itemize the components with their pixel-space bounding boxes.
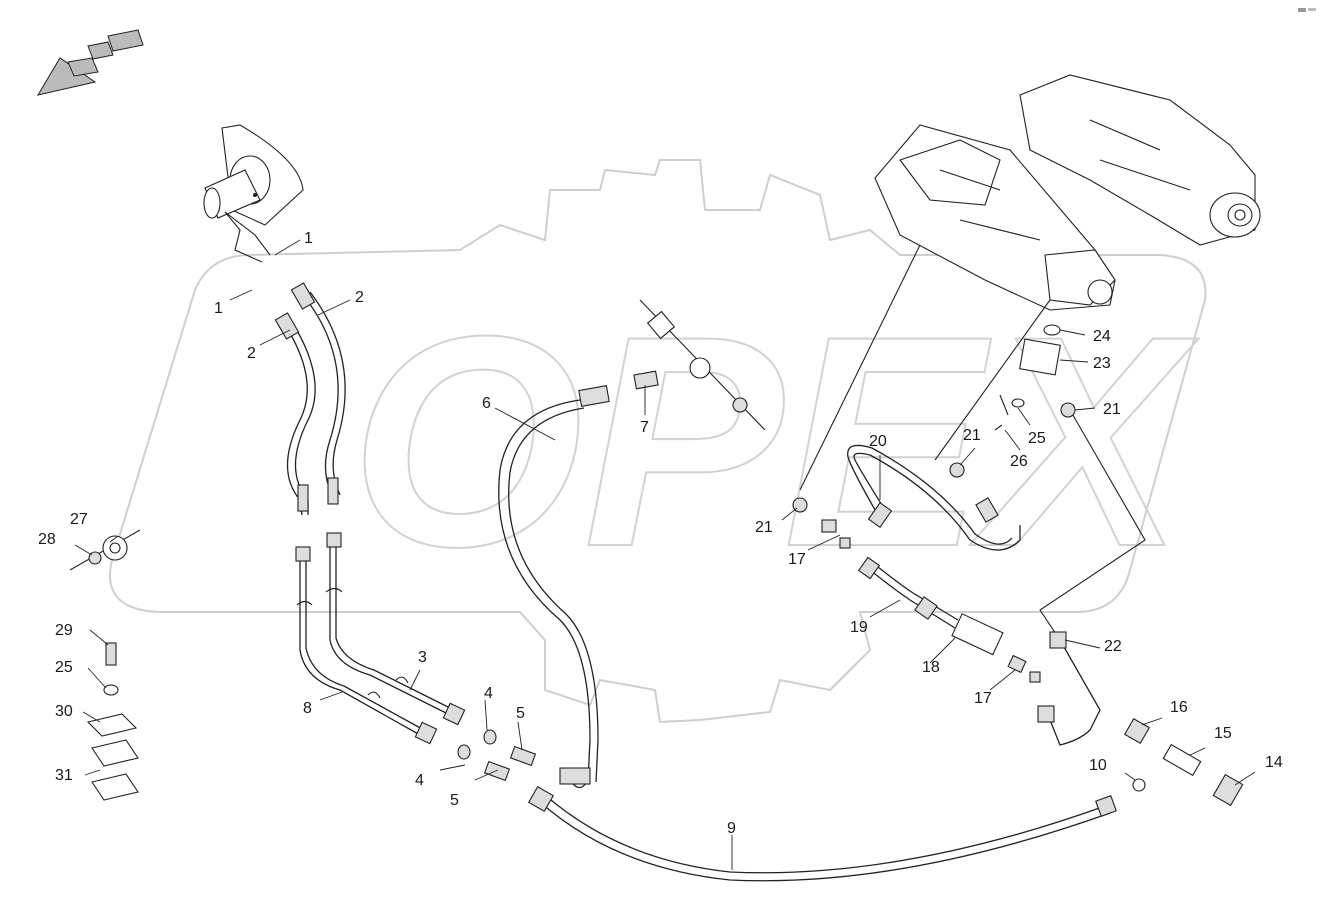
callout-4-upper: 4 (484, 685, 493, 702)
hose-9 (527, 785, 1117, 882)
callout-7: 7 (640, 419, 649, 436)
right-hydraulic-circuit (792, 244, 1244, 807)
callout-8: 8 (303, 700, 312, 717)
callout-25-right: 25 (1028, 430, 1046, 447)
callouts: 1 1 2 2 3 4 4 5 5 6 7 8 9 10 14 15 16 17… (38, 230, 1283, 837)
callout-2-upper: 2 (355, 289, 364, 306)
callout-23: 23 (1093, 355, 1111, 372)
callout-6: 6 (482, 395, 491, 412)
hydraulic-pump-assembly (874, 74, 1261, 311)
callout-9: 9 (727, 820, 736, 837)
tube-3-and-8 (295, 532, 466, 745)
callout-16: 16 (1170, 699, 1188, 716)
watermark-text: OPEX (350, 273, 1199, 609)
callout-21-mid: 21 (963, 427, 981, 444)
callout-5-upper: 5 (516, 705, 525, 722)
callout-17-upper: 17 (788, 551, 806, 568)
fittings-4-5 (457, 729, 537, 782)
callout-26: 26 (1010, 453, 1028, 470)
hose-2-pair (274, 282, 346, 516)
callout-1-lower: 1 (214, 300, 223, 317)
callout-21-left: 21 (755, 519, 773, 536)
callout-24: 24 (1093, 328, 1111, 345)
callout-2-lower: 2 (247, 345, 256, 362)
callout-3: 3 (418, 649, 427, 666)
callout-5-lower: 5 (450, 792, 459, 809)
control-valve-bracket (203, 124, 304, 263)
callout-17-lower: 17 (974, 690, 992, 707)
callout-18: 18 (922, 659, 940, 676)
callout-14: 14 (1265, 754, 1283, 771)
callout-10: 10 (1089, 757, 1107, 774)
direction-arrow-icon (36, 29, 144, 96)
callout-19: 19 (850, 619, 868, 636)
callout-22: 22 (1104, 638, 1122, 655)
callout-20: 20 (869, 433, 887, 450)
fitting-7 (633, 299, 766, 431)
callout-31: 31 (55, 767, 73, 784)
left-small-parts (69, 529, 141, 801)
callout-4-lower: 4 (415, 772, 424, 789)
callout-30: 30 (55, 703, 73, 720)
callout-25-left: 25 (55, 659, 73, 676)
callout-1-upper: 1 (304, 230, 313, 247)
callout-27: 27 (70, 511, 88, 528)
callout-21-right: 21 (1103, 401, 1121, 418)
corner-mark-icon (1298, 8, 1316, 12)
callout-15: 15 (1214, 725, 1232, 742)
leader-lines (74, 239, 1256, 870)
callout-28: 28 (38, 531, 56, 548)
hose-6 (498, 385, 610, 789)
callout-29: 29 (55, 622, 73, 639)
